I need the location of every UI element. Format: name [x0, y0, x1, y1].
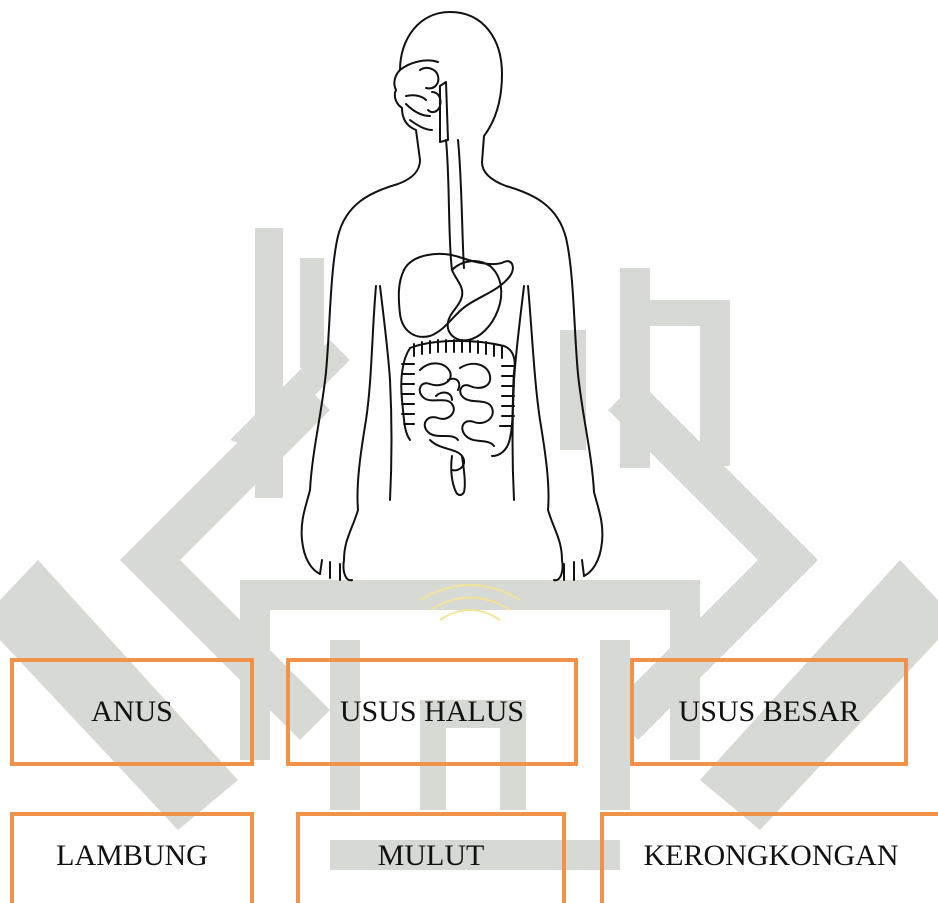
label-text-anus: ANUS: [91, 695, 173, 729]
label-text-lambung: LAMBUNG: [56, 839, 208, 873]
label-box-anus[interactable]: ANUS: [10, 658, 254, 766]
label-box-kerongkongan[interactable]: KERONGKONGAN: [600, 812, 938, 903]
label-box-usus-halus[interactable]: USUS HALUS: [286, 658, 578, 766]
label-text-mulut: MULUT: [378, 839, 485, 873]
label-text-kerongkongan: KERONGKONGAN: [644, 839, 899, 873]
label-text-usus-halus: USUS HALUS: [340, 695, 524, 729]
digestive-system-icon: [290, 0, 610, 590]
label-box-lambung[interactable]: LAMBUNG: [10, 812, 254, 903]
label-box-mulut[interactable]: MULUT: [296, 812, 566, 903]
label-box-usus-besar[interactable]: USUS BESAR: [630, 658, 908, 766]
label-text-usus-besar: USUS BESAR: [679, 695, 860, 729]
